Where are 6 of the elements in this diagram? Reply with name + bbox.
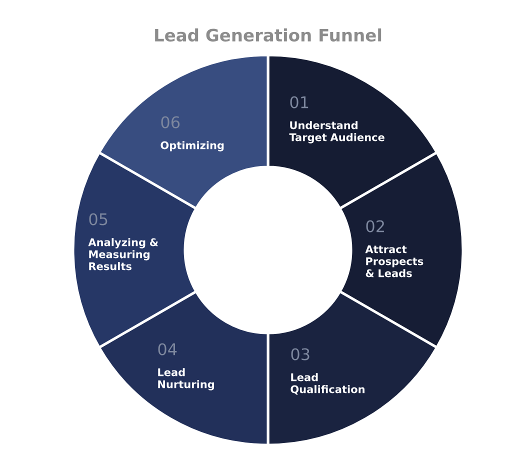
donut-segment: 04 Lead Nurturing xyxy=(98,290,270,446)
title: Lead Generation Funnel xyxy=(155,28,382,42)
donut-segment: 02 Attract Prospects & Leads xyxy=(338,151,464,349)
donut-segment: 06 Optimizing xyxy=(98,54,270,210)
donut-segment: 03 Lead Qualification xyxy=(266,290,438,446)
donut-segment: 01 Understand Target Audience xyxy=(266,54,438,210)
